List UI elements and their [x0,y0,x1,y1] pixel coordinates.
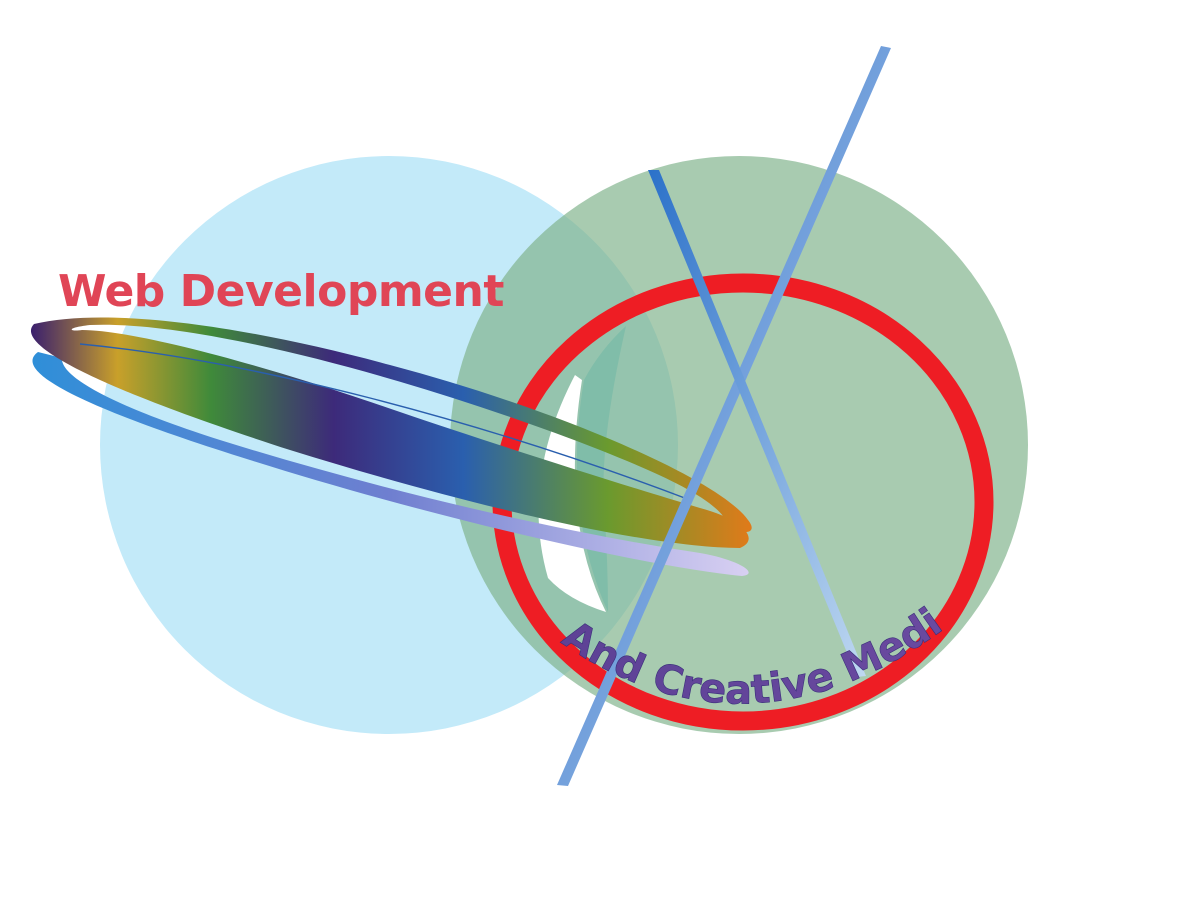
logo-title: Web Development [58,266,504,317]
diagonal-stick-1 [557,46,891,786]
swoosh-inner-line [79,343,691,501]
swoosh-lower [32,352,749,576]
swoosh-ring [30,317,752,548]
diagonal-stick-2 [648,170,866,677]
right-circle [450,156,1028,734]
